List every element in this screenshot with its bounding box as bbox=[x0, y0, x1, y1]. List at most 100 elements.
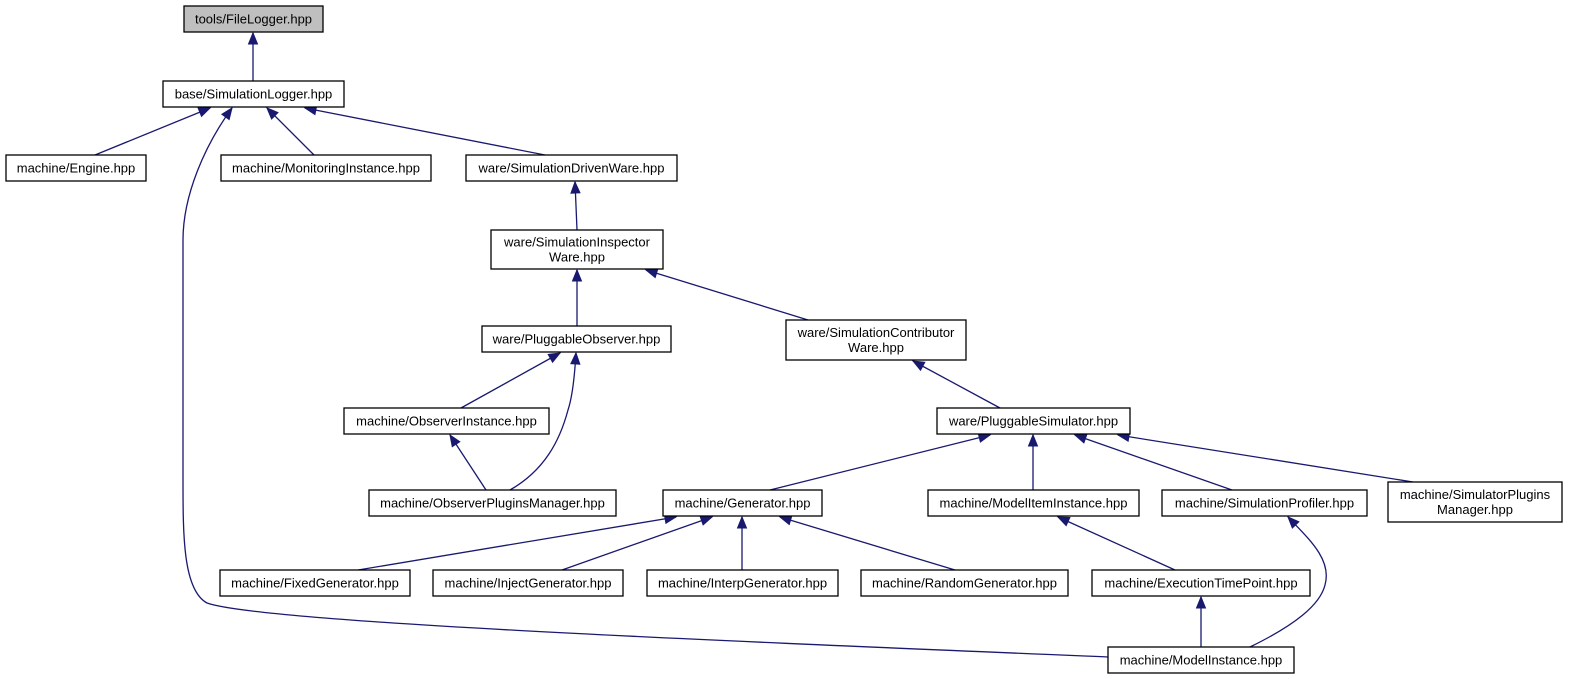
node-label: machine/ModelInstance.hpp bbox=[1120, 653, 1283, 668]
arrowhead-icon bbox=[220, 106, 233, 121]
arrowhead-icon bbox=[1195, 595, 1207, 609]
node-label: ware/SimulationContributor bbox=[797, 325, 955, 340]
node-label: machine/ModelItemInstance.hpp bbox=[940, 496, 1128, 511]
edge-engine-to-simlogger bbox=[94, 107, 212, 156]
node-engine[interactable]: machine/Engine.hpp bbox=[5, 154, 147, 182]
edge-observerplugins-to-pluggableobserver bbox=[509, 351, 581, 491]
node-simprofiler[interactable]: machine/SimulationProfiler.hpp bbox=[1161, 489, 1368, 517]
edge-observerplugins-to-observerinstance bbox=[449, 433, 487, 491]
edge-layer bbox=[94, 31, 1414, 658]
node-label: machine/SimulationProfiler.hpp bbox=[1175, 496, 1354, 511]
edge-line bbox=[509, 352, 577, 491]
edge-pluggableobserver-to-inspectorware bbox=[571, 268, 583, 326]
node-box[interactable] bbox=[1161, 489, 1368, 517]
node-box[interactable] bbox=[646, 569, 839, 597]
arrowhead-icon bbox=[1027, 433, 1039, 447]
node-modeliteminstance[interactable]: machine/ModelItemInstance.hpp bbox=[927, 489, 1140, 517]
arrowhead-icon bbox=[570, 180, 581, 194]
node-label: machine/ObserverPluginsManager.hpp bbox=[380, 496, 605, 511]
arrowhead-icon bbox=[778, 515, 793, 526]
node-injectgen[interactable]: machine/InjectGenerator.hpp bbox=[432, 569, 624, 597]
node-filelogger[interactable]: tools/FileLogger.hpp bbox=[183, 5, 324, 33]
node-box[interactable] bbox=[1107, 646, 1295, 674]
node-label: machine/Engine.hpp bbox=[17, 161, 136, 176]
arrowhead-icon bbox=[1056, 516, 1071, 527]
node-label: tools/FileLogger.hpp bbox=[195, 12, 312, 27]
node-randomgen[interactable]: machine/RandomGenerator.hpp bbox=[860, 569, 1069, 597]
node-drivenware[interactable]: ware/SimulationDrivenWare.hpp bbox=[465, 154, 678, 182]
node-pluggableobserver[interactable]: ware/PluggableObserver.hpp bbox=[481, 325, 672, 353]
node-interpgen[interactable]: machine/InterpGenerator.hpp bbox=[646, 569, 839, 597]
edge-monitoring-to-simlogger bbox=[266, 107, 315, 156]
node-box[interactable] bbox=[368, 489, 617, 517]
edge-line bbox=[1057, 516, 1176, 571]
edge-pluggablesimulator-to-contributorware bbox=[911, 360, 1001, 409]
edge-modelinstance-to-exectime bbox=[1195, 595, 1207, 647]
node-label: machine/SimulatorPlugins bbox=[1400, 487, 1551, 502]
edge-simlogger-to-filelogger bbox=[247, 31, 259, 81]
node-generator[interactable]: machine/Generator.hpp bbox=[662, 489, 823, 517]
edge-inspectorware-to-drivenware bbox=[570, 180, 581, 231]
edge-line bbox=[645, 269, 809, 321]
edge-fixedgen-to-generator bbox=[357, 513, 678, 571]
edge-line bbox=[912, 360, 1001, 409]
node-fixedgen[interactable]: machine/FixedGenerator.hpp bbox=[219, 569, 411, 597]
node-observerplugins[interactable]: machine/ObserverPluginsManager.hpp bbox=[368, 489, 617, 517]
node-exectime[interactable]: machine/ExecutionTimePoint.hpp bbox=[1091, 569, 1311, 597]
edge-randomgen-to-generator bbox=[778, 515, 956, 571]
edge-line bbox=[1074, 434, 1233, 491]
node-box[interactable] bbox=[162, 80, 345, 108]
arrowhead-icon bbox=[266, 107, 279, 120]
edge-line bbox=[304, 107, 546, 156]
node-box[interactable] bbox=[860, 569, 1069, 597]
edge-simulatorplugins-to-pluggablesimulator bbox=[1116, 431, 1414, 483]
edge-observerinstance-to-pluggableobserver bbox=[460, 352, 562, 409]
node-observerinstance[interactable]: machine/ObserverInstance.hpp bbox=[343, 407, 550, 435]
edge-modelinstance-to-simlogger bbox=[182, 106, 1109, 658]
arrowhead-icon bbox=[1287, 516, 1300, 529]
node-box[interactable] bbox=[465, 154, 678, 182]
node-box[interactable] bbox=[5, 154, 147, 182]
node-modelinstance[interactable]: machine/ModelInstance.hpp bbox=[1107, 646, 1295, 674]
node-box[interactable] bbox=[220, 154, 432, 182]
node-box[interactable] bbox=[936, 407, 1131, 435]
node-box[interactable] bbox=[662, 489, 823, 517]
arrowhead-icon bbox=[247, 31, 259, 45]
node-label: machine/ObserverInstance.hpp bbox=[356, 414, 537, 429]
edge-line bbox=[769, 434, 991, 491]
arrowhead-icon bbox=[736, 515, 748, 529]
node-monitoring[interactable]: machine/MonitoringInstance.hpp bbox=[220, 154, 432, 182]
node-box[interactable] bbox=[1091, 569, 1311, 597]
arrowhead-icon bbox=[571, 268, 583, 282]
node-box[interactable] bbox=[785, 319, 967, 361]
node-box[interactable] bbox=[490, 229, 664, 270]
node-label: machine/MonitoringInstance.hpp bbox=[232, 161, 420, 176]
node-layer: tools/FileLogger.hpp base/SimulationLogge… bbox=[5, 5, 1563, 674]
node-box[interactable] bbox=[183, 5, 324, 33]
node-box[interactable] bbox=[343, 407, 550, 435]
edge-modeliteminstance-to-pluggablesimulator bbox=[1027, 433, 1039, 490]
node-box[interactable] bbox=[927, 489, 1140, 517]
node-box[interactable] bbox=[481, 325, 672, 353]
arrowhead-icon bbox=[449, 433, 461, 448]
arrowhead-icon bbox=[644, 268, 659, 279]
arrowhead-icon bbox=[1073, 433, 1088, 444]
node-box[interactable] bbox=[1387, 481, 1563, 523]
node-label: Ware.hpp bbox=[549, 250, 605, 265]
arrowhead-icon bbox=[547, 352, 562, 364]
node-label: ware/SimulationInspector bbox=[503, 235, 651, 250]
edge-line bbox=[1117, 434, 1414, 483]
node-pluggablesimulator[interactable]: ware/PluggableSimulator.hpp bbox=[936, 407, 1131, 435]
edge-injectgen-to-generator bbox=[561, 515, 714, 571]
node-box[interactable] bbox=[432, 569, 624, 597]
edge-line bbox=[182, 107, 1109, 658]
edge-interpgen-to-generator bbox=[736, 515, 748, 570]
node-label: machine/Generator.hpp bbox=[675, 496, 811, 511]
node-box[interactable] bbox=[219, 569, 411, 597]
node-simlogger[interactable]: base/SimulationLogger.hpp bbox=[162, 80, 345, 108]
edge-line bbox=[779, 516, 956, 571]
node-label: machine/ExecutionTimePoint.hpp bbox=[1104, 576, 1297, 591]
